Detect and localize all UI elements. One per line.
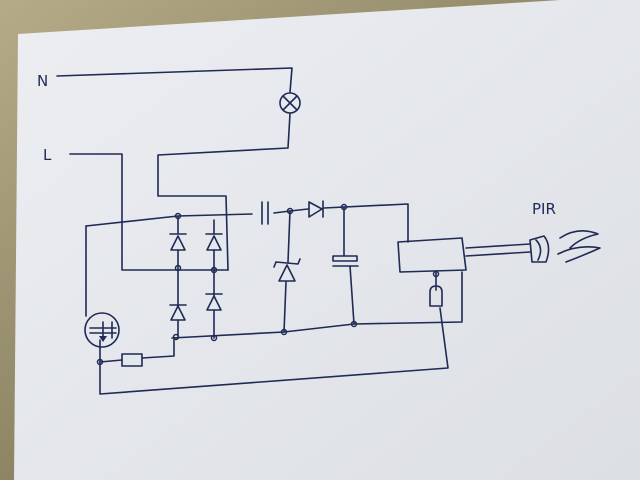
label-live: L [43,146,52,164]
label-pir: PIR [532,200,556,218]
label-neutral: N [37,72,48,90]
paper-sheet [14,0,640,480]
series-diode [308,200,324,218]
electrolytic-capacitor [332,255,359,267]
junction-nodes [96,203,440,366]
lamp-symbol [279,92,301,114]
resistor [121,353,143,367]
pir-sensor-icon [529,230,601,263]
bridge-diodes [169,233,223,321]
mosfet-symbol [84,312,120,348]
led-symbol [429,285,443,307]
series-capacitor [261,201,269,225]
controller-block [397,237,467,273]
zener-diode [273,258,301,282]
circuit-wires [56,67,531,395]
